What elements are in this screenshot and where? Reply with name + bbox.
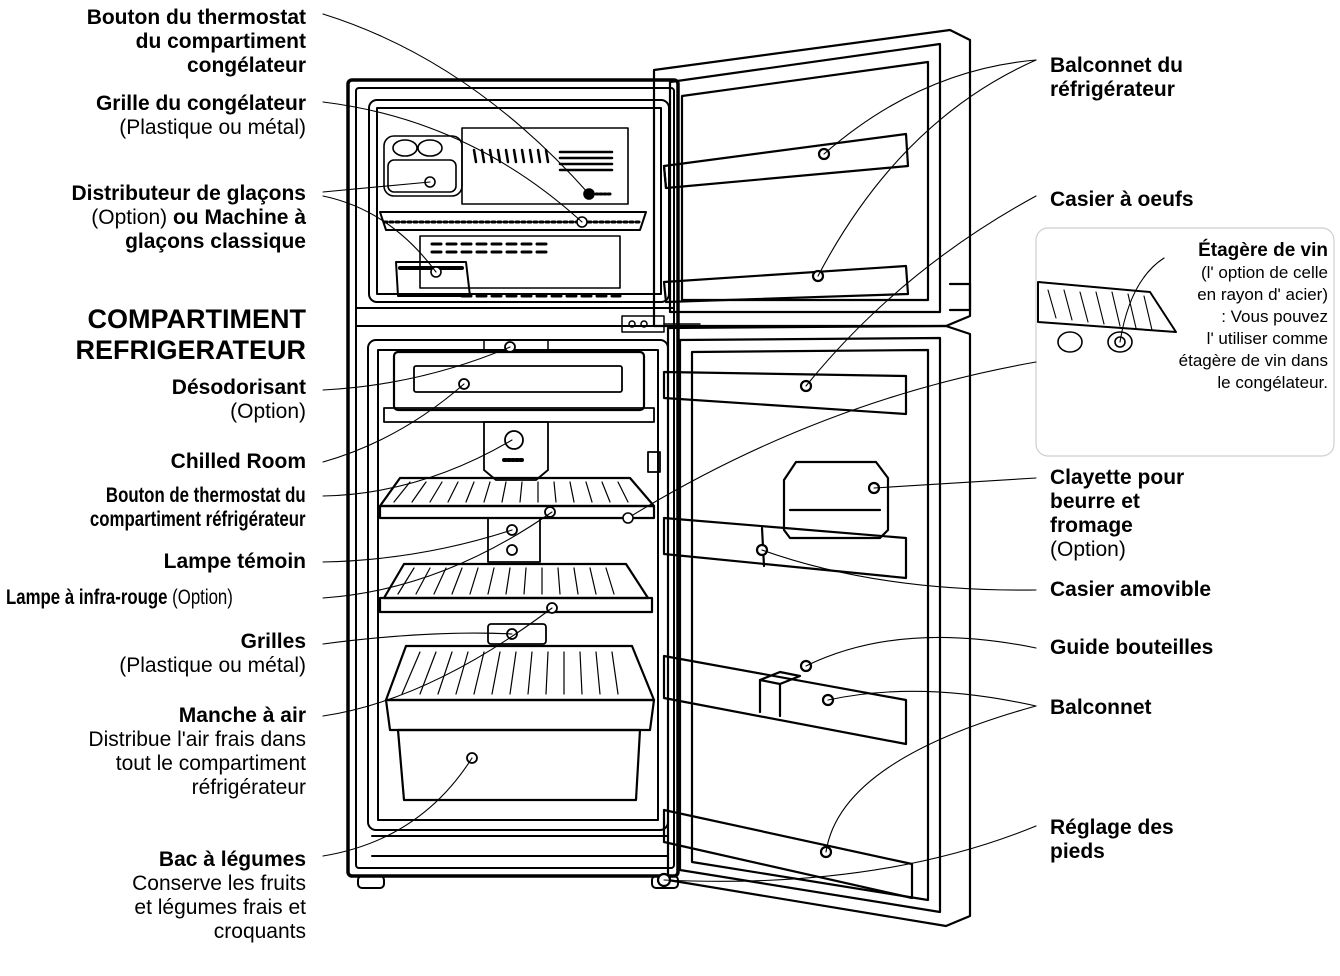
freezer-door: [652, 28, 972, 328]
label-grilles: Grilles (Plastique ou métal): [119, 630, 306, 677]
label-etagere-vin: Étagère de vin (l' option de celle en ra…: [1178, 240, 1328, 392]
label-guide-bouteilles: Guide bouteilles: [1050, 636, 1214, 659]
label-chilled-room: Chilled Room: [170, 450, 306, 473]
label-casier-amovible: Casier amovible: [1050, 578, 1212, 601]
freezer-interior: [379, 127, 647, 298]
label-bac-legumes: Bac à légumes Conserve les fruits et lég…: [132, 848, 306, 943]
label-lampe-temoin: Lampe témoin: [163, 550, 306, 573]
heading-compartiment-refrigerateur: COMPARTIMENT REFRIGERATEUR: [75, 304, 306, 365]
fridge-interior: [378, 339, 661, 802]
leader-lines-left: [322, 13, 590, 857]
label-balconnet: Balconnet: [1050, 696, 1152, 719]
wine-shelf-inset: [1035, 227, 1335, 457]
label-manche-air: Manche à air Distribue l'air frais dans …: [88, 704, 306, 799]
label-casier-oeufs: Casier à oeufs: [1050, 188, 1194, 211]
label-desodorisant: Désodorisant (Option): [171, 376, 306, 423]
label-thermostat-congelateur: Bouton du thermostat du compartiment con…: [86, 6, 306, 77]
control-panel: [621, 315, 701, 333]
leader-lines-right: [627, 59, 1165, 882]
label-reglage-pieds: Réglage des pieds: [1050, 816, 1174, 863]
label-lampe-infra-rouge: Lampe à infra-rouge (Option): [6, 586, 233, 609]
label-clayette-beurre-fromage: Clayette pour beurre et fromage (Option): [1050, 466, 1185, 561]
label-grille-congelateur: Grille du congélateur (Plastique ou méta…: [95, 92, 306, 139]
label-distributeur-glacons: Distributeur de glaçons (Option) ou Mach…: [71, 182, 306, 253]
label-thermostat-refrigerateur: Bouton de thermostat du compartiment réf…: [90, 484, 306, 531]
label-balconnet-refrigerateur: Balconnet du réfrigérateur: [1050, 54, 1184, 101]
fridge-door: [656, 324, 972, 928]
